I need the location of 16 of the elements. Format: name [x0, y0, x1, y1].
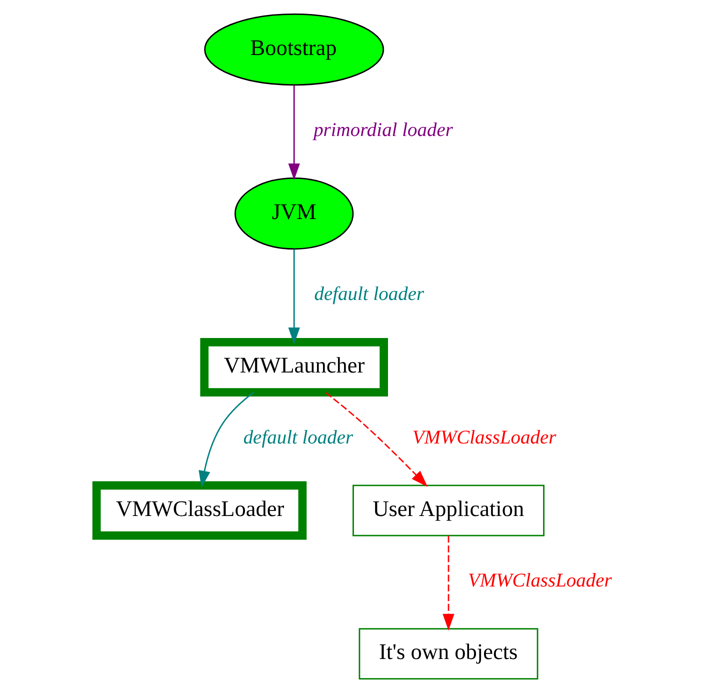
node-box: VMWLauncher — [200, 338, 388, 396]
node-ellipse: Bootstrap — [204, 14, 384, 86]
node-box: VMWClassLoader — [92, 481, 307, 540]
arrow — [288, 249, 300, 344]
node-box: User Application — [352, 484, 544, 536]
arrow — [442, 536, 454, 631]
edge-label: default loader — [314, 284, 424, 306]
edge-label: default loader — [243, 427, 354, 448]
node-ellipse: JVM — [234, 178, 354, 250]
node-box: It's own objects — [358, 628, 538, 680]
edge-label: primordial loader — [314, 120, 453, 142]
arrow — [326, 392, 428, 487]
edge-label: VMWClassLoader — [412, 427, 556, 448]
arrow — [198, 392, 254, 488]
edge-label: VMWClassLoader — [468, 570, 612, 592]
arrow — [288, 85, 300, 180]
